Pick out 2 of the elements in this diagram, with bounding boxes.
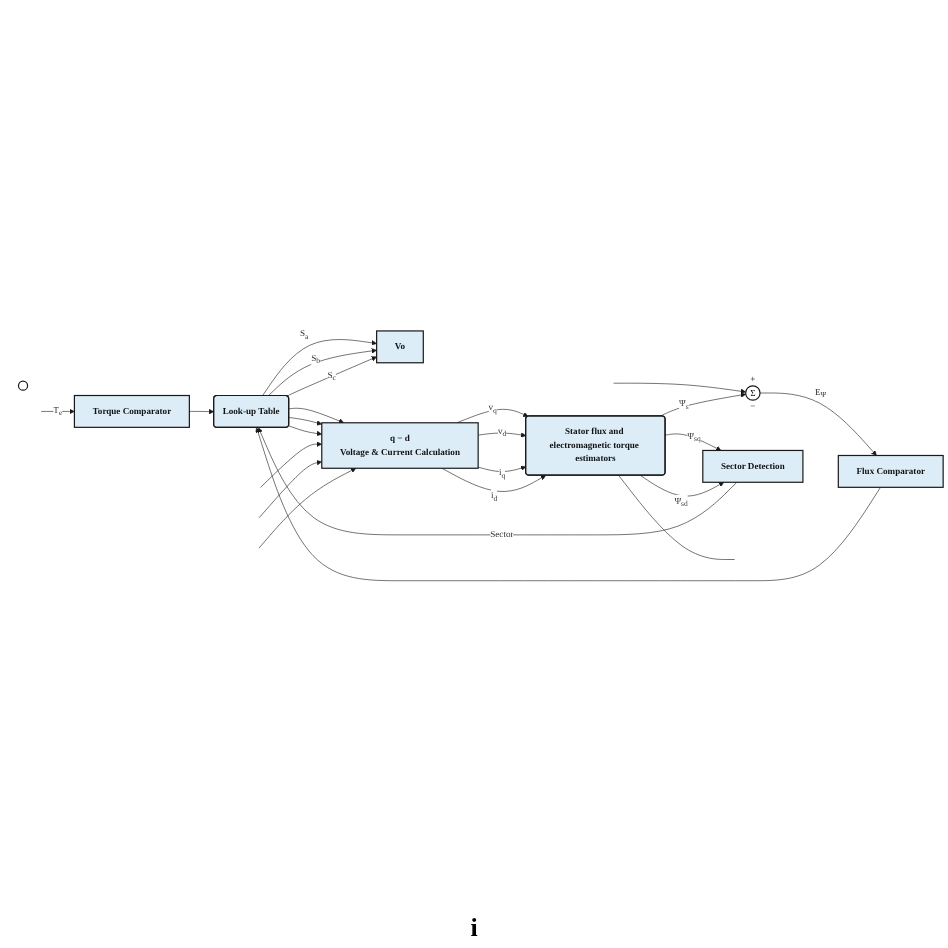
node-circle <box>17 380 29 391</box>
annotation-text: i <box>470 912 478 944</box>
